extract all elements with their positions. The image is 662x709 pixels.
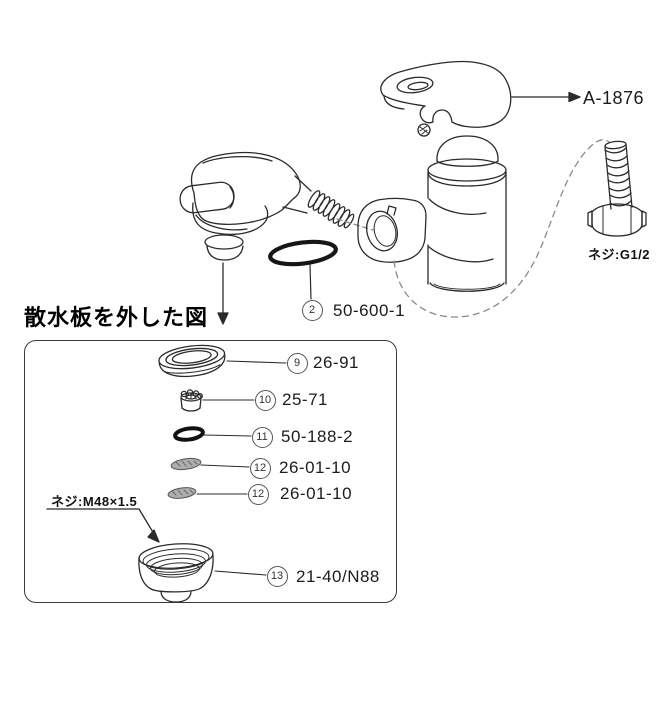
spray-head-drawing — [179, 151, 355, 261]
arrow-down-right-icon — [147, 529, 160, 543]
m48-thread-note: ネジ:M48×1.5 — [51, 494, 138, 509]
part-11-oring-drawing — [173, 426, 205, 442]
a1876-callout-arrow — [511, 91, 581, 103]
m48-thread-arrow — [46, 508, 160, 543]
part-11-callout-number: 11 — [251, 426, 273, 448]
part-11-code: 50-188-2 — [281, 427, 354, 446]
hose-connection-dashed-line — [393, 139, 610, 318]
faucet-handle-drawing — [380, 60, 512, 128]
part-13-cap-drawing — [138, 543, 214, 603]
part-10-gear-drawing — [180, 389, 203, 412]
arrow-down-icon — [217, 312, 229, 325]
callout-leader-lines — [196, 360, 287, 576]
arrow-right-icon — [568, 91, 581, 103]
spray-head-down-arrow — [217, 262, 229, 325]
part-12b-callout-number: 12 — [247, 483, 269, 505]
section-title: 散水板を外した図 — [24, 305, 209, 330]
part-12-filter-drawing — [170, 457, 202, 471]
part-13-code: 21-40/N88 — [296, 567, 380, 586]
part-10-code: 25-71 — [282, 390, 328, 409]
oring-callout-number: 2 — [301, 299, 323, 321]
part-12-code: 26-01-10 — [279, 458, 352, 477]
part-13-callout-number: 13 — [266, 565, 288, 587]
handle-screw-drawing — [417, 123, 431, 137]
part-10-callout-number: 10 — [254, 389, 276, 411]
oring-2-drawing — [268, 239, 338, 300]
spray-hose-corrugation — [307, 190, 355, 229]
part-9-callout-number: 9 — [286, 352, 308, 374]
faucet-body-drawing — [357, 60, 512, 292]
parts-box-frame — [24, 340, 397, 603]
hose-connector-drawing — [587, 140, 647, 237]
part-9-plate-drawing — [158, 344, 226, 378]
part-12b-filter-drawing — [167, 487, 197, 499]
spray-lever-button — [179, 181, 235, 214]
handle-part-code: A-1876 — [583, 88, 645, 108]
oring-part-code: 50-600-1 — [333, 301, 406, 320]
parts-box-drawings — [46, 344, 287, 603]
faucet-outlet-drawing — [357, 197, 427, 263]
hose-thread-label: ネジ:G1/2 — [588, 247, 651, 262]
hose-connector-nut — [587, 203, 647, 237]
part-9-code: 26-91 — [313, 353, 359, 372]
part-12-callout-number: 12 — [249, 457, 271, 479]
part-12b-code: 26-01-10 — [280, 484, 353, 503]
